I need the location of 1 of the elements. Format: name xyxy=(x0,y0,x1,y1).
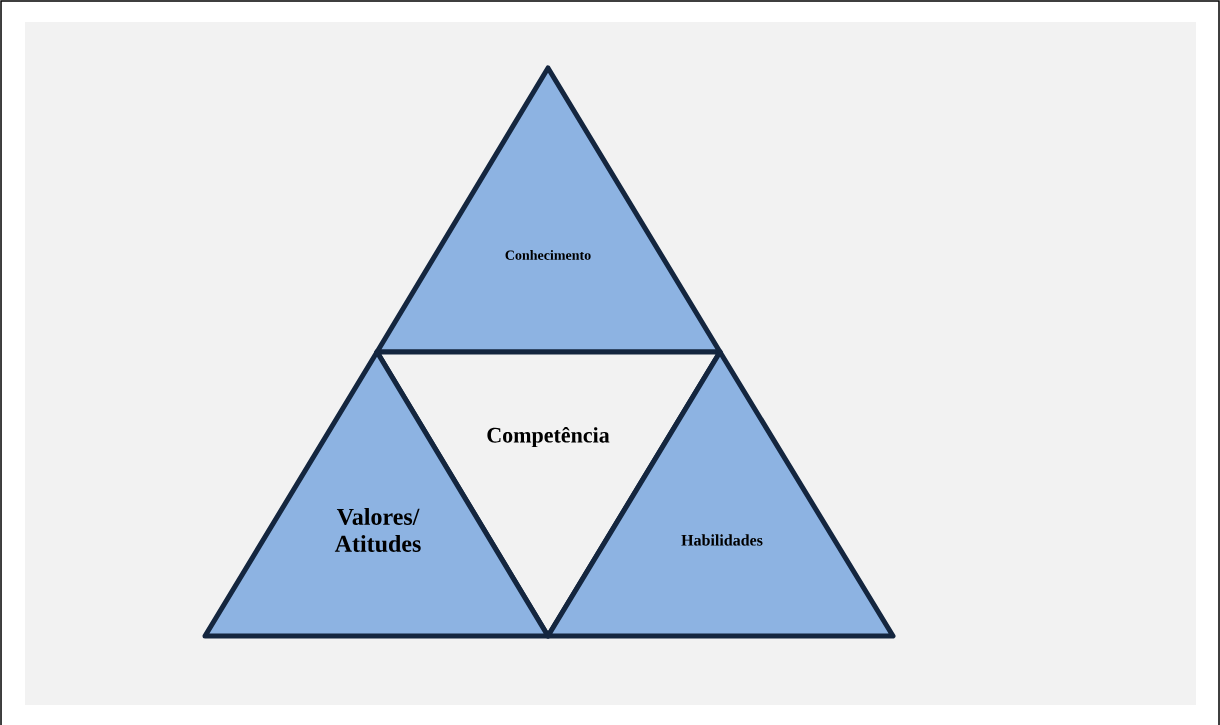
triangle: Conhecimento xyxy=(374,65,723,355)
